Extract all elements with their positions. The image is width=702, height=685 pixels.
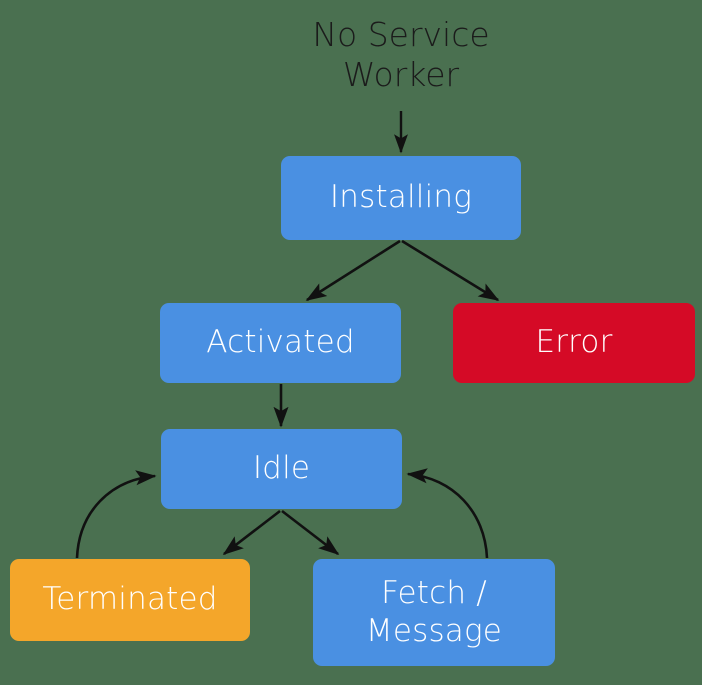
node-error[interactable]: Error — [453, 303, 695, 383]
edge-fetch-message-to-idle — [406, 468, 489, 559]
edge-installing-to-error — [401, 239, 500, 302]
node-idle[interactable]: Idle — [161, 429, 402, 509]
node-fetch-message[interactable]: Fetch / Message — [313, 559, 555, 666]
node-activated[interactable]: Activated — [160, 303, 401, 383]
edge-installing-to-activated — [305, 239, 401, 302]
edge-terminated-to-idle — [75, 470, 157, 559]
node-no-service-worker: No Service Worker — [312, 14, 490, 94]
edge-idle-to-fetch-message — [281, 509, 340, 556]
node-installing[interactable]: Installing — [281, 156, 521, 240]
edge-idle-to-terminated — [222, 509, 281, 556]
node-terminated[interactable]: Terminated — [10, 559, 250, 641]
